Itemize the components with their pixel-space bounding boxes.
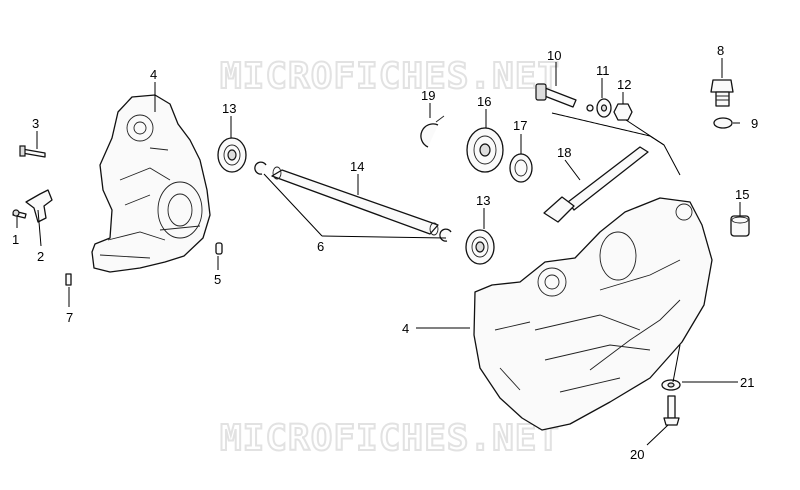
callout-4-right: 4 bbox=[402, 321, 409, 336]
washer-part-11 bbox=[596, 98, 612, 118]
callout-4-left: 4 bbox=[150, 67, 157, 82]
bearing-part-13-mid bbox=[465, 229, 495, 265]
callout-20: 20 bbox=[630, 447, 644, 462]
callout-19: 19 bbox=[421, 88, 435, 103]
circlip-part-6-b bbox=[439, 228, 452, 242]
circlip-part-19-tab bbox=[435, 115, 445, 123]
bolt-part-10 bbox=[535, 83, 577, 108]
callout-9: 9 bbox=[751, 116, 758, 131]
screw-part-20 bbox=[663, 395, 680, 426]
callout-5: 5 bbox=[214, 272, 221, 287]
callout-6: 6 bbox=[317, 239, 324, 254]
callout-21: 21 bbox=[740, 375, 754, 390]
fork-part-2 bbox=[25, 189, 53, 223]
oring-part-9 bbox=[713, 117, 733, 129]
callout-17: 17 bbox=[513, 118, 527, 133]
hose-part-18 bbox=[543, 146, 649, 223]
plug-part-8 bbox=[710, 79, 734, 107]
dowel-part-5 bbox=[215, 242, 223, 255]
watermark-bottom: MICROFICHES.NET bbox=[220, 418, 560, 459]
ring-part-small bbox=[586, 104, 594, 112]
callout-18: 18 bbox=[557, 145, 571, 160]
bearing-part-16 bbox=[466, 127, 504, 173]
circlip-part-19 bbox=[420, 123, 439, 148]
bearing-part-13-left bbox=[217, 137, 247, 173]
callout-2: 2 bbox=[37, 249, 44, 264]
screw-part-1 bbox=[12, 209, 27, 219]
callout-13-mid: 13 bbox=[476, 193, 490, 208]
nut-part-12 bbox=[613, 103, 633, 121]
pin-part-7 bbox=[65, 273, 72, 286]
callout-8: 8 bbox=[717, 43, 724, 58]
screw-part-3 bbox=[19, 145, 46, 158]
callout-16: 16 bbox=[477, 94, 491, 109]
callout-12: 12 bbox=[617, 77, 631, 92]
dowel-part-15 bbox=[730, 215, 750, 237]
callout-10: 10 bbox=[547, 48, 561, 63]
left-crankcase-half bbox=[91, 94, 211, 273]
callout-11: 11 bbox=[596, 63, 610, 78]
watermark-top: MICROFICHES.NET bbox=[220, 56, 560, 97]
callout-1: 1 bbox=[12, 232, 19, 247]
shaft-part-14 bbox=[271, 166, 439, 236]
callout-13-left: 13 bbox=[222, 101, 236, 116]
washer-part-21 bbox=[661, 379, 681, 391]
right-crankcase-half bbox=[473, 197, 713, 431]
callout-numbers: 3 1 2 7 4 5 13 6 14 19 16 13 17 10 11 12… bbox=[12, 43, 758, 462]
callout-14: 14 bbox=[350, 159, 364, 174]
circlip-part-6-a bbox=[254, 161, 267, 175]
callout-3: 3 bbox=[32, 116, 39, 131]
callout-7: 7 bbox=[66, 310, 73, 325]
callout-15: 15 bbox=[735, 187, 749, 202]
seal-part-17 bbox=[509, 153, 533, 183]
leader-lines bbox=[16, 58, 741, 446]
